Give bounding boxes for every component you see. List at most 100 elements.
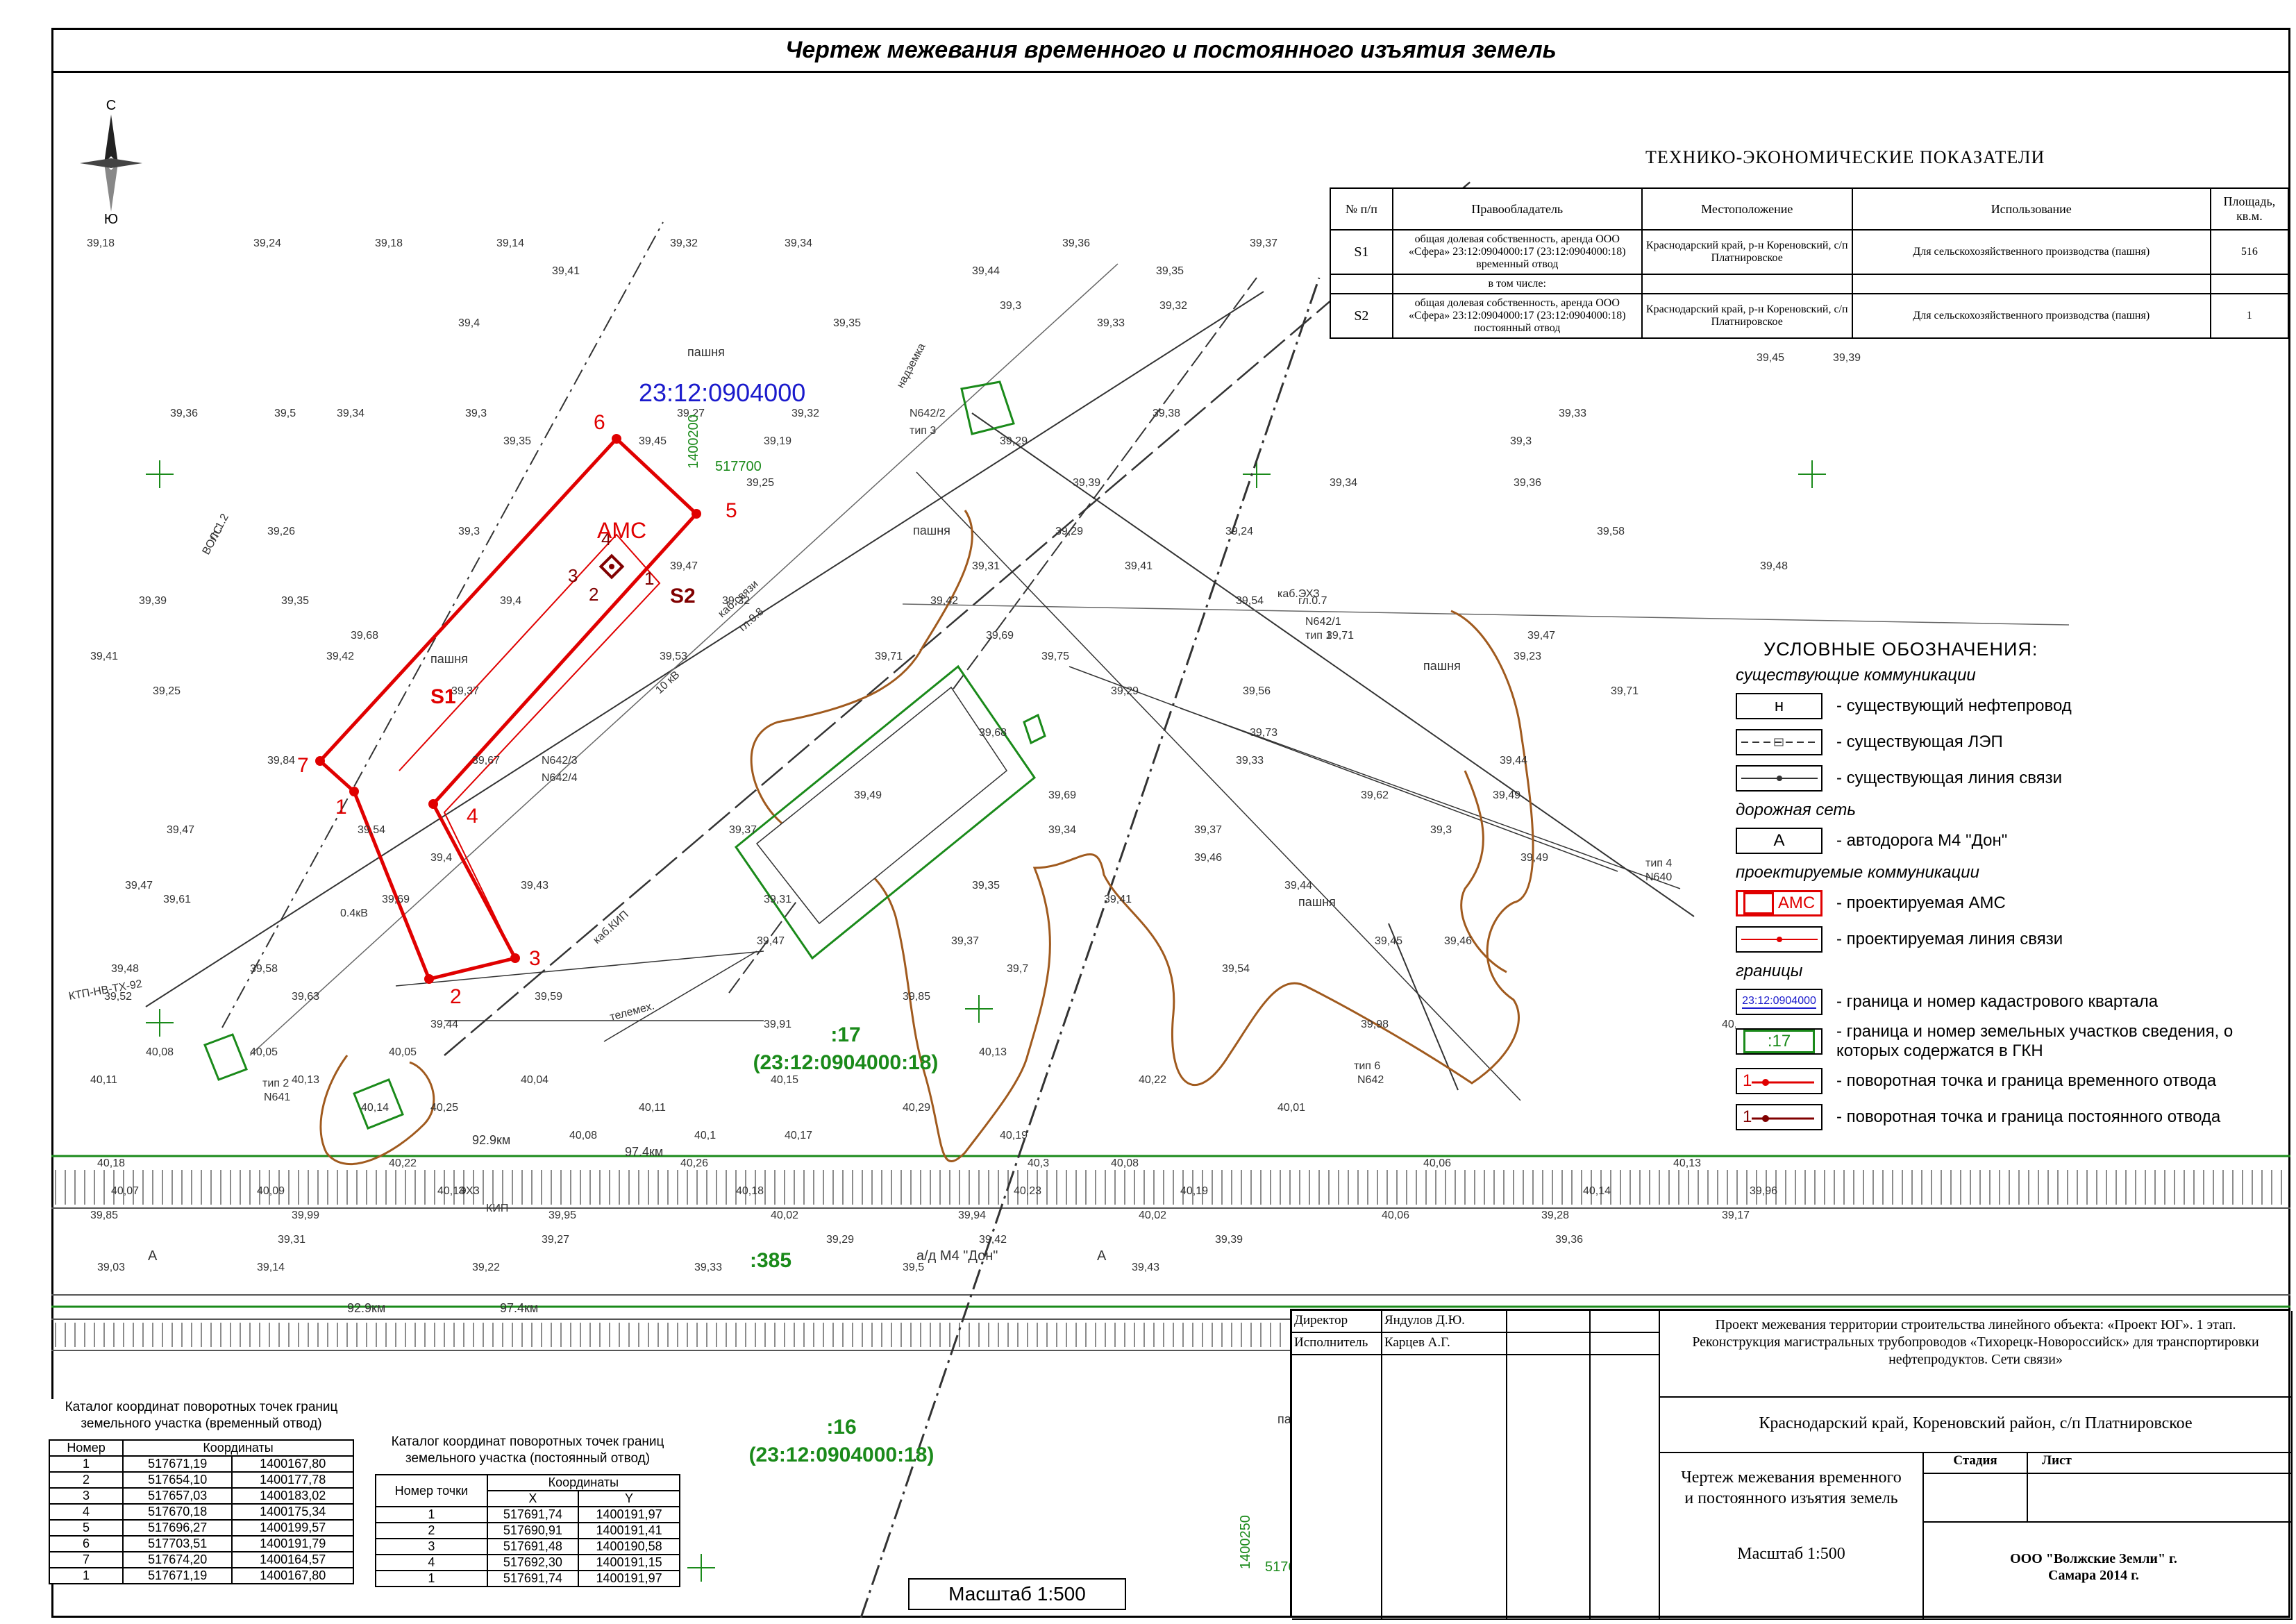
elevation-label: 40,13 (979, 1046, 1007, 1058)
drawing-scale: Масштаб 1:500 (1737, 1545, 1845, 1563)
mark-label: тип 2 (262, 1078, 289, 1089)
project-location: Краснодарский край, Кореновский район, с… (1660, 1398, 2293, 1453)
mark-label: тип 3 (910, 425, 936, 437)
elevation-label: 39,68 (351, 630, 378, 642)
table-cell: 517654,10 (122, 1471, 233, 1489)
elevation-label: 39,32 (722, 595, 750, 607)
elevation-label: 39,54 (1236, 595, 1264, 607)
elevation-label: 39,32 (1159, 300, 1187, 312)
tep-h-area: Площадь, кв.м. (2209, 187, 2290, 231)
table-cell: 517691,48 (486, 1538, 580, 1555)
elevation-label: 39,99 (292, 1209, 319, 1221)
elevation-label: 39,3 (1430, 824, 1452, 836)
tep-cell: общая долевая собственность, аренда ООО … (1391, 229, 1643, 275)
elevation-label: 39,96 (1750, 1185, 1777, 1197)
field-label-3: пашня (430, 652, 468, 666)
tep-title: ТЕХНИКО-ЭКОНОМИЧЕСКИЕ ПОКАЗАТЕЛИ (1645, 147, 2045, 167)
table-cell: 1400175,34 (231, 1503, 354, 1521)
elevation-label: 39,69 (986, 630, 1014, 642)
elevation-label: 39,54 (1222, 963, 1250, 975)
field-label-5: пашня (1298, 895, 1336, 909)
tep-cell: 1 (2209, 293, 2290, 339)
temporary-boundary-s1 (317, 436, 699, 981)
scale-box: Масштаб 1:500 (908, 1578, 1126, 1610)
elevation-label: 39,69 (1048, 789, 1076, 801)
road-hatch (55, 1170, 2282, 1347)
grid-crosses (146, 460, 1826, 1582)
legend-sym-text: 23:12:0904000 (1742, 995, 1816, 1009)
elevation-label: 39,33 (1097, 317, 1125, 329)
elevation-label: 39,34 (1048, 824, 1076, 836)
cable-label: надземка (895, 342, 928, 390)
elevation-label: 40,18 (736, 1185, 764, 1197)
legend-desc: - граница и номер земельных участков све… (1836, 1022, 2234, 1060)
km-marker-3: 97.4км (500, 1301, 538, 1315)
perm-point-label: 2 (589, 584, 598, 605)
tep-table: № п/п Правообладатель Местоположение Исп… (1330, 187, 2290, 339)
title-bar: Чертеж межевания временного и постоянног… (51, 28, 2290, 73)
elevation-label: 40,19 (1000, 1130, 1028, 1141)
elevation-label: 40,11 (90, 1074, 117, 1086)
catalog-permanent: Каталог координат поворотных точек грани… (375, 1434, 681, 1587)
elevation-label: 39,32 (670, 237, 698, 249)
compass-south: Ю (104, 212, 118, 227)
elevation-label: 39,47 (1527, 630, 1555, 642)
perm-point-label: 3 (568, 565, 578, 586)
table-cell: 3 (48, 1487, 124, 1505)
grid-x2-label: 5176 (1265, 1559, 1296, 1575)
elevation-label: 39,67 (472, 755, 500, 767)
elevation-label: 39,5 (274, 408, 296, 419)
parcel-16-full: (23:12:0904000:18) (749, 1443, 935, 1466)
catalog-temp-title: Каталог координат поворотных точек грани… (65, 1400, 338, 1431)
legend-row: - существующая линия связи (1736, 760, 2277, 796)
legend-row: :17 - граница и номер земельных участков… (1736, 1020, 2277, 1063)
tep-row-s1: S1 общая долевая собственность, аренда О… (1330, 229, 2290, 275)
elevation-label: 39,42 (979, 1234, 1007, 1246)
cable-label: гл.0.8 (737, 605, 766, 633)
mark-label: ЭХЗ (458, 1185, 480, 1197)
road-name: а/д М4 "Дон" (916, 1248, 998, 1264)
elevation-label: 39,36 (1555, 1234, 1583, 1246)
col-header: Номер (48, 1439, 124, 1457)
table-cell: 1400191,97 (578, 1506, 680, 1523)
legend-desc: - проектируемая АМС (1836, 894, 2006, 912)
turn-points-temp (315, 434, 701, 984)
elevation-label: 39,45 (1757, 352, 1784, 364)
elevation-label: 40,08 (569, 1130, 597, 1141)
table-cell: 1400164,57 (231, 1551, 354, 1568)
tep-cell: S2 (1330, 293, 1393, 339)
elevation-label: 39,35 (972, 880, 1000, 891)
legend-sym-text: н (1774, 696, 1784, 715)
cable-label: гл.0.7 (1298, 595, 1327, 607)
elevation-label: 39,35 (503, 435, 531, 447)
elevation-label: 39,49 (1493, 789, 1520, 801)
table-cell: 1400191,15 (578, 1554, 680, 1571)
field-label-1: пашня (687, 345, 725, 359)
elevation-label: 39,24 (1225, 526, 1253, 537)
road-symbol: А (1736, 828, 1822, 854)
elevation-label: 39,48 (111, 963, 139, 975)
elevation-label: 39,26 (267, 526, 295, 537)
elevation-label: 39,44 (1500, 755, 1527, 767)
legend-row: 1 - поворотная точка и граница постоянно… (1736, 1099, 2277, 1135)
elevation-label: 40,06 (1423, 1157, 1451, 1169)
grid-y-label: 1400200 (686, 415, 701, 469)
elevation-label: 39,4 (430, 852, 452, 864)
director-role: Директор (1292, 1311, 1382, 1333)
elevation-label: 40,22 (389, 1157, 417, 1169)
turn-point-label: 1 (335, 796, 347, 819)
elevation-label: 39,24 (253, 237, 281, 249)
elevation-label: 39,91 (764, 1019, 791, 1030)
new-comm-symbol (1736, 926, 1822, 953)
elevation-label: 39,34 (1330, 477, 1357, 489)
elevation-label: 40,13 (1673, 1157, 1701, 1169)
elevation-label: 39,39 (1073, 477, 1100, 489)
turn-point-label: 4 (467, 805, 478, 828)
tep-cell: Для сельскохозяйственного производства (… (1851, 229, 2211, 275)
elevation-label: 39,18 (375, 237, 403, 249)
elevation-label: 39,5 (903, 1262, 924, 1273)
tep-row-s2: S2 общая долевая собственность, аренда О… (1330, 293, 2290, 339)
elevation-label: 39,44 (1284, 880, 1312, 891)
elevation-label: 39,73 (1250, 727, 1277, 739)
